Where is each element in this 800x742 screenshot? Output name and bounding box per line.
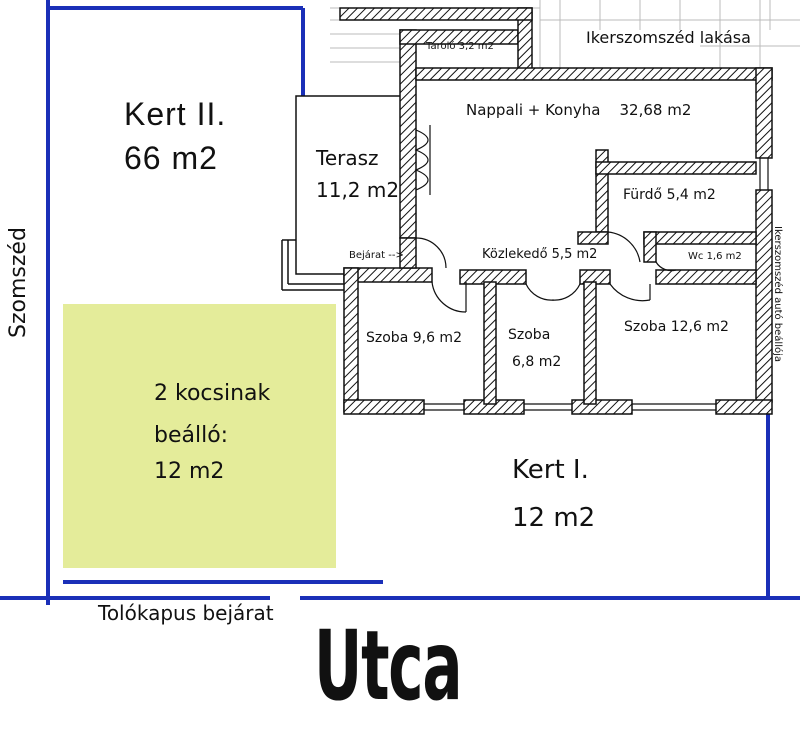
garden-2-name: Kert II. — [124, 96, 227, 132]
garden-1-area: 12 m2 — [512, 503, 596, 533]
terrace-area: 11,2 m2 — [316, 178, 400, 202]
terrace-name: Terasz — [316, 146, 379, 170]
room-3-label: Szoba 12,6 m2 — [624, 319, 729, 335]
room-2-area: 6,8 m2 — [512, 354, 562, 370]
windows-and-doors — [414, 125, 769, 411]
street-label: Utca — [314, 610, 463, 722]
wc-label: Wc 1,6 m2 — [688, 251, 742, 262]
neighbor-parking-label: Ikerszomszéd autó beállója — [772, 226, 783, 362]
living-kitchen-label: Nappali + Konyha 32,68 m2 — [466, 101, 692, 119]
parking-label-line-2: beálló: — [154, 423, 229, 448]
storage-label: Tároló 3,2 m2 — [426, 41, 494, 52]
sliding-gate-label: Tolókapus bejárat — [98, 601, 274, 625]
parking-label-line-3: 12 m2 — [154, 459, 225, 484]
parking-label-line-1: 2 kocsinak — [154, 381, 271, 406]
entrance-label: Bejárat --> — [349, 250, 404, 261]
room-1-label: Szoba 9,6 m2 — [366, 330, 462, 346]
neighbor-side-label: Szomszéd — [6, 227, 31, 338]
garden-2-area: 66 m2 — [124, 140, 218, 176]
hallway-label: Közlekedő 5,5 m2 — [482, 247, 598, 262]
terrace-outline — [281, 95, 405, 291]
bathroom-label: Fürdő 5,4 m2 — [623, 187, 716, 203]
background-sketch — [330, 0, 800, 70]
garden-1-name: Kert I. — [512, 455, 589, 485]
house-walls — [339, 7, 773, 415]
neighbor-apartment-label: Ikerszomszéd lakása — [586, 28, 751, 47]
parking-area — [63, 304, 336, 568]
room-2-name: Szoba — [508, 327, 551, 343]
